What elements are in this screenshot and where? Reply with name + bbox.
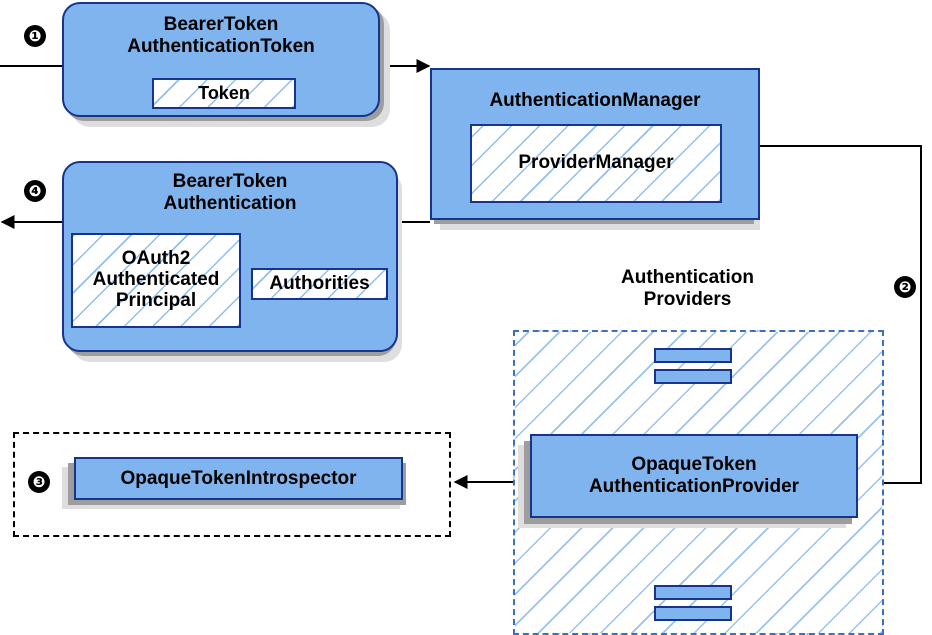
step-marker-4: ❹ [24, 180, 46, 202]
provider-stack-bar-top-1 [654, 348, 732, 363]
node-authentication-manager-title: AuthenticationManager [489, 90, 701, 111]
step-marker-2: ❷ [894, 276, 916, 298]
inner-panel-token-label: Token [198, 82, 250, 103]
node-bearer-token-authentication-title: BearerToken Authentication [163, 171, 297, 214]
authentication-providers-label: Authentication Providers [621, 267, 754, 311]
step-marker-1: ❶ [24, 25, 46, 47]
node-opaque-token-introspector[interactable]: OpaqueTokenIntrospector [74, 457, 403, 500]
node-bearer-token-authentication-token-title: BearerToken AuthenticationToken [127, 14, 315, 57]
node-opaque-token-authentication-provider-title: OpaqueToken AuthenticationProvider [588, 454, 800, 497]
inner-panel-oauth2-authenticated-principal: OAuth2 Authenticated Principal [71, 233, 241, 328]
inner-panel-token: Token [152, 78, 296, 109]
node-bearer-token-authentication-token[interactable]: BearerToken AuthenticationToken [62, 2, 380, 117]
inner-panel-authorities: Authorities [251, 268, 388, 300]
provider-stack-bar-top-2 [654, 369, 732, 384]
node-opaque-token-authentication-provider[interactable]: OpaqueToken AuthenticationProvider [530, 434, 858, 518]
step-marker-3: ❸ [28, 471, 50, 493]
inner-panel-provider-manager-label: ProviderManager [518, 152, 674, 174]
inner-panel-authorities-label: Authorities [269, 272, 370, 294]
node-opaque-token-introspector-title: OpaqueTokenIntrospector [120, 467, 357, 489]
inner-panel-oauth2-authenticated-principal-label: OAuth2 Authenticated Principal [92, 248, 220, 311]
inner-panel-provider-manager: ProviderManager [470, 124, 722, 203]
provider-stack-bar-bottom-1 [654, 585, 732, 600]
provider-stack-bar-bottom-2 [654, 606, 732, 621]
